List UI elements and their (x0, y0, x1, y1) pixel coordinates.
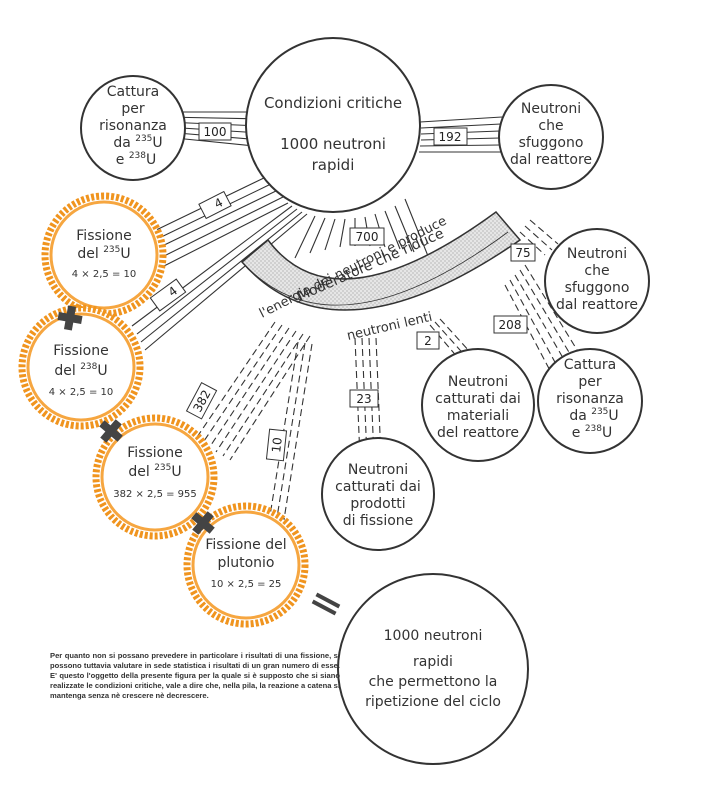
label-208: 208 (493, 315, 528, 334)
label-4b: 4 (149, 278, 187, 312)
svg-text:prodotti: prodotti (350, 496, 405, 512)
svg-text:materiali: materiali (447, 408, 509, 424)
plus-icon (99, 419, 123, 443)
svg-text:del 238U: del 238U (54, 362, 107, 379)
svg-text:700: 700 (356, 230, 379, 244)
stream-moderator (294, 198, 429, 259)
capture-fast-node: Cattura per risonanza da 235U e 238U (80, 75, 186, 181)
capture-slow-node: Cattura per risonanza da 235U e 238U (537, 348, 643, 454)
label-700: 700 (349, 227, 385, 246)
svg-text:del 235U: del 235U (77, 245, 130, 262)
svg-text:dal reattore: dal reattore (556, 297, 638, 313)
result-node: 1000 neutroni rapidi che permettono la r… (337, 573, 529, 765)
svg-text:208: 208 (499, 318, 522, 332)
svg-text:per: per (121, 101, 145, 117)
plus-icon (57, 305, 83, 331)
svg-text:192: 192 (439, 130, 462, 144)
count-labels: 100 192 4 4 700 75 208 2 23 382 10 (149, 122, 536, 462)
svg-text:ripetizione del ciclo: ripetizione del ciclo (365, 694, 501, 710)
svg-text:Fissione: Fissione (76, 228, 131, 244)
escape-slow-node: Neutroni che sfuggono dal reattore (544, 228, 650, 334)
fission-products-node: Neutroni catturati dai prodotti di fissi… (321, 437, 435, 551)
svg-text:che: che (538, 118, 563, 134)
svg-text:Fissione del: Fissione del (205, 537, 286, 553)
svg-text:23: 23 (356, 392, 371, 406)
critical-line1: 1000 neutroni (280, 135, 386, 153)
svg-text:e 238U: e 238U (116, 151, 157, 168)
critical-title: Condizioni critiche (264, 94, 402, 112)
label-100: 100 (198, 122, 232, 141)
svg-text:Fissione: Fissione (127, 445, 182, 461)
svg-text:Neutroni: Neutroni (348, 462, 408, 478)
svg-text:che: che (584, 263, 609, 279)
svg-text:del reattore: del reattore (437, 425, 519, 441)
svg-text:75: 75 (515, 246, 530, 260)
svg-text:Cattura: Cattura (564, 357, 617, 373)
equals-icon (311, 592, 341, 616)
svg-text:Cattura: Cattura (107, 84, 160, 100)
fission-u235-first: Fissione del 235U 4 × 2,5 = 10 (41, 192, 167, 318)
svg-text:rapidi: rapidi (413, 654, 453, 670)
svg-text:10: 10 (269, 437, 285, 454)
svg-text:risonanza: risonanza (556, 391, 624, 407)
critical-line2: rapidi (312, 156, 355, 174)
svg-text:catturati dai: catturati dai (435, 391, 521, 407)
svg-text:dal reattore: dal reattore (510, 152, 592, 168)
fission-u235-second: Fissione del 235U 382 × 2,5 = 955 (92, 414, 218, 540)
svg-text:catturati dai: catturati dai (335, 479, 421, 495)
fission-u238: Fissione del 238U 4 × 2,5 = 10 (18, 304, 144, 430)
svg-text:e 238U: e 238U (572, 424, 613, 441)
svg-text:Neutroni: Neutroni (567, 246, 627, 262)
label-75: 75 (510, 243, 536, 262)
svg-text:Fissione: Fissione (53, 343, 108, 359)
svg-text:da 235U: da 235U (569, 407, 618, 424)
svg-text:4 × 2,5 = 10: 4 × 2,5 = 10 (72, 269, 136, 280)
svg-text:2: 2 (424, 334, 432, 348)
svg-text:risonanza: risonanza (99, 118, 167, 134)
svg-text:plutonio: plutonio (217, 555, 274, 571)
svg-text:da 235U: da 235U (113, 134, 162, 151)
label-4a: 4 (198, 190, 232, 220)
label-10: 10 (265, 428, 288, 462)
svg-text:10 × 2,5 = 25: 10 × 2,5 = 25 (211, 579, 282, 590)
svg-text:1000 neutroni: 1000 neutroni (384, 628, 483, 644)
figure-caption: Per quanto non si possano prevedere in p… (50, 651, 340, 700)
svg-text:di fissione: di fissione (343, 513, 414, 529)
svg-text:382 × 2,5 = 955: 382 × 2,5 = 955 (113, 489, 197, 500)
escape-fast-node: Neutroni che sfuggono dal reattore (498, 84, 604, 190)
critical-conditions-node: Condizioni critiche 1000 neutroni rapidi (245, 37, 421, 213)
materials-node: Neutroni catturati dai materiali del rea… (421, 348, 535, 462)
label-23: 23 (349, 389, 379, 408)
fission-plutonium: Fissione del plutonio 10 × 2,5 = 25 (183, 502, 309, 628)
fission-nodes: Fissione del 235U 4 × 2,5 = 10 Fissione … (18, 192, 309, 628)
label-192: 192 (433, 127, 468, 146)
svg-text:del 235U: del 235U (128, 463, 181, 480)
svg-text:per: per (578, 374, 602, 390)
label-2: 2 (416, 331, 440, 350)
svg-text:sfuggono: sfuggono (565, 280, 630, 296)
svg-text:sfuggono: sfuggono (519, 135, 584, 151)
plus-connectors (57, 305, 341, 616)
svg-text:che permettono la: che permettono la (369, 674, 498, 690)
svg-text:Neutroni: Neutroni (448, 374, 508, 390)
svg-text:4 × 2,5 = 10: 4 × 2,5 = 10 (49, 387, 113, 398)
svg-text:100: 100 (204, 125, 227, 139)
plus-icon (191, 511, 215, 535)
label-382: 382 (185, 381, 218, 420)
svg-text:Neutroni: Neutroni (521, 101, 581, 117)
